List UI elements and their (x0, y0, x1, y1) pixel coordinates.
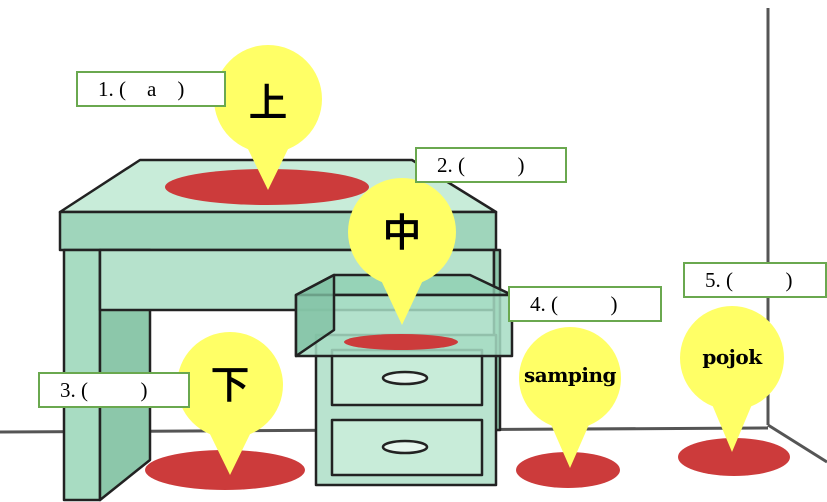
answer-box-1[interactable]: 1. ( a ) (76, 71, 226, 107)
pin-shang (214, 45, 322, 190)
pin-label-samping: samping (524, 363, 617, 387)
spot-beside (516, 452, 620, 488)
pin-label-zhong: 中 (382, 210, 421, 255)
answer-box-2[interactable]: 2. ( ) (415, 147, 567, 183)
pin-zhong (348, 178, 456, 325)
answer-box-3[interactable]: 3. ( ) (38, 372, 190, 408)
spot-in-box (344, 334, 458, 350)
pin-label-shang: 上 (248, 80, 287, 125)
spot-corner (678, 438, 790, 476)
pin-label-xia: 下 (210, 362, 249, 407)
answer-box-4[interactable]: 4. ( ) (508, 286, 662, 322)
spot-under-desk (145, 450, 305, 490)
pin-samping (519, 327, 621, 468)
answer-box-5[interactable]: 5. ( ) (683, 262, 827, 298)
pin-label-pojok: pojok (702, 345, 762, 369)
pin-xia (177, 332, 283, 475)
pin-pojok (680, 306, 784, 452)
pins (177, 45, 784, 475)
drawer-cabinet (314, 333, 498, 487)
